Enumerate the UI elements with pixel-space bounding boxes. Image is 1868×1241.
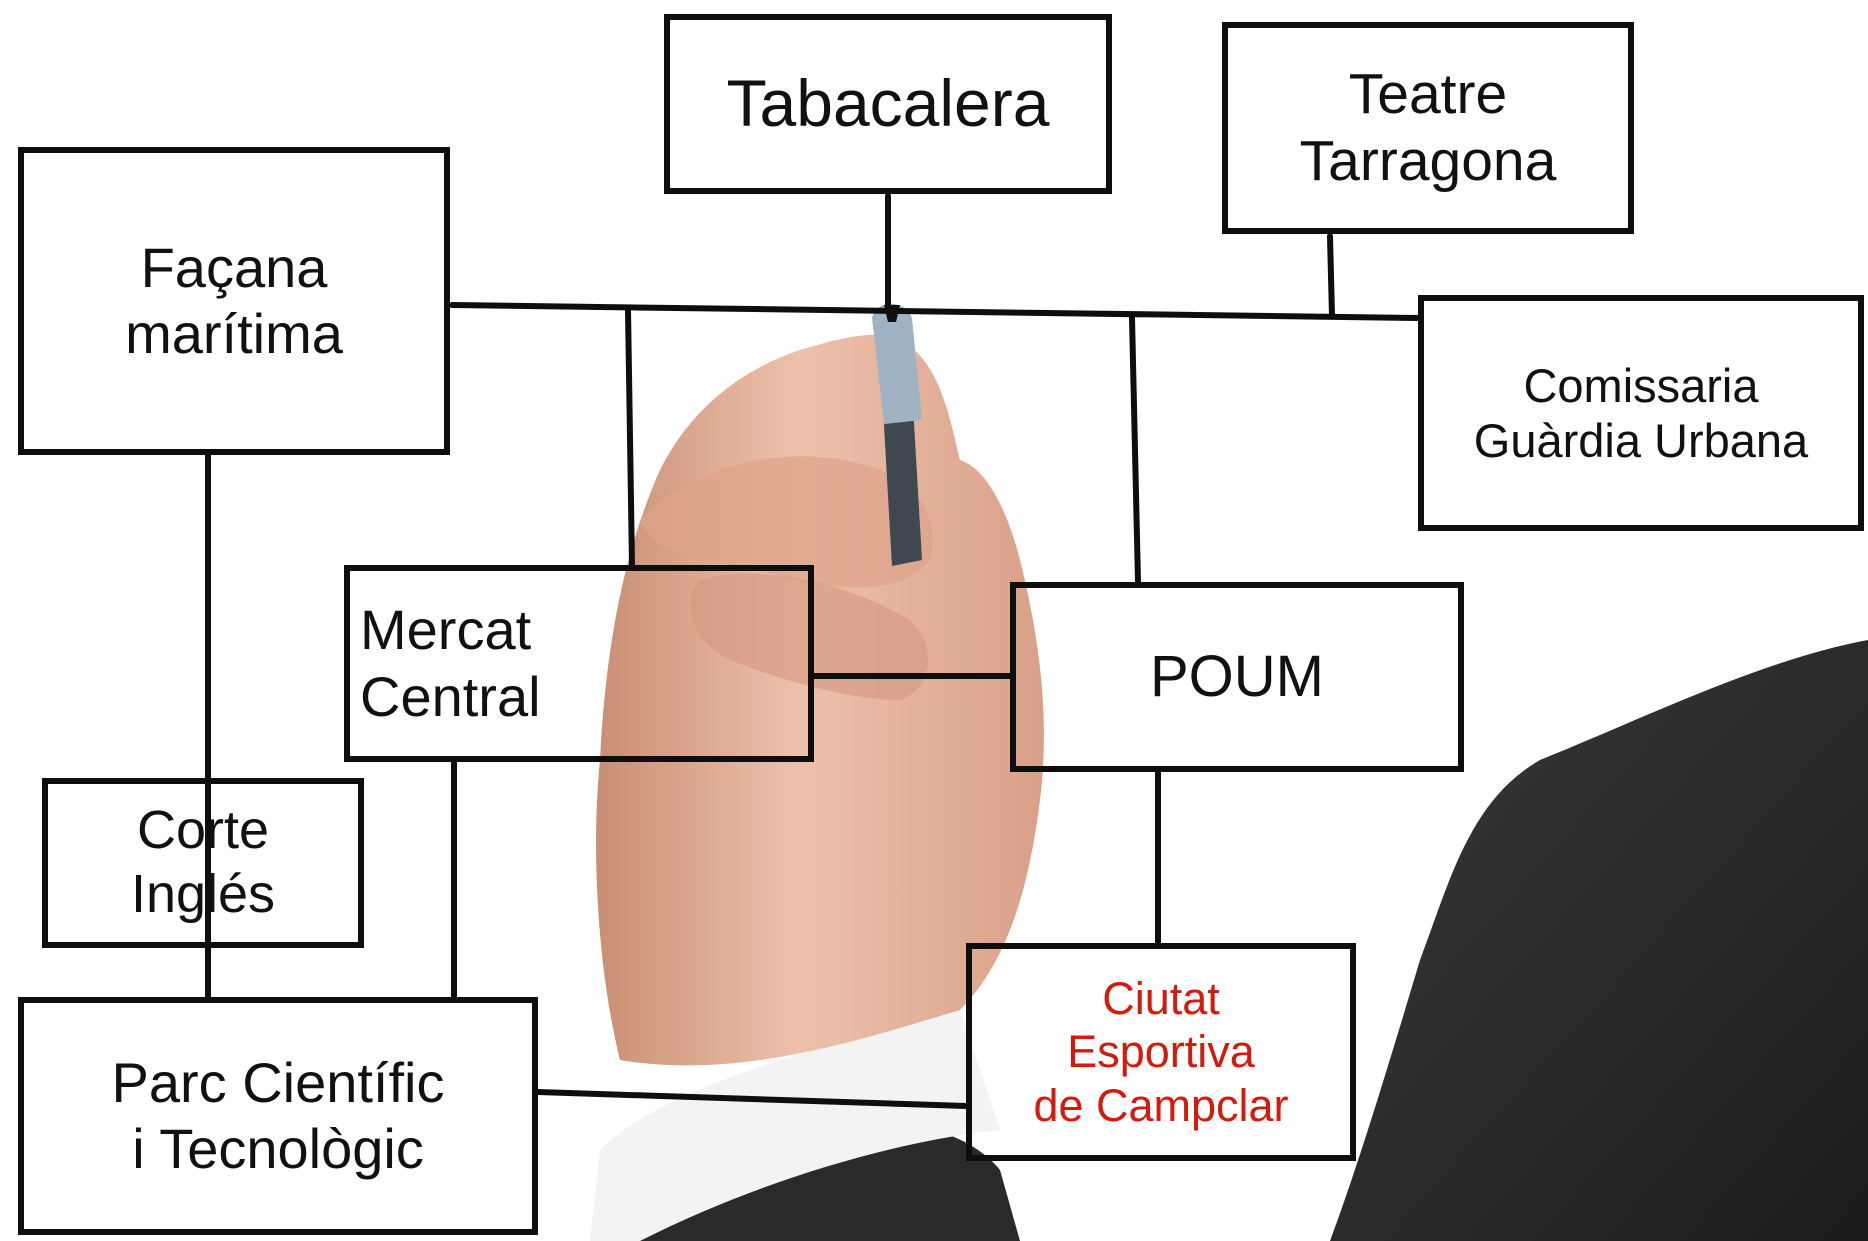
- node-ciutat-esportiva-de-campclar-label: Ciutat Esportiva de Campclar: [1033, 973, 1289, 1131]
- node-comissaria-guardia-urbana-label: Comissaria Guàrdia Urbana: [1473, 358, 1809, 467]
- node-teatre-tarragona: Teatre Tarragona: [1222, 22, 1634, 234]
- node-poum-label: POUM: [1150, 643, 1324, 709]
- link-bus-to-mercat: [625, 307, 635, 568]
- node-tabacalera-label: Tabacalera: [726, 66, 1050, 141]
- link-bus-main: [449, 302, 1421, 321]
- node-parc-cientific-i-tecnologic-label: Parc Científic i Tecnològic: [111, 1050, 445, 1180]
- node-facana-maritima-label: Façana marítima: [125, 235, 343, 365]
- node-parc-cientific-i-tecnologic: Parc Científic i Tecnològic: [18, 997, 538, 1235]
- suit-shoulder: [1330, 640, 1868, 1241]
- node-corte-ingles: Corte Inglés: [42, 778, 364, 948]
- shirt-cuff: [590, 1010, 1000, 1241]
- link-parc-to-ciutat: [535, 1089, 969, 1109]
- node-corte-ingles-label: Corte Inglés: [130, 800, 276, 924]
- node-facana-maritima: Façana marítima: [18, 147, 450, 455]
- node-comissaria-guardia-urbana: Comissaria Guàrdia Urbana: [1418, 295, 1864, 531]
- link-teatre: [1327, 233, 1335, 319]
- node-teatre-tarragona-label: Teatre Tarragona: [1299, 61, 1557, 193]
- node-mercat-central: Mercat Central: [344, 565, 814, 762]
- node-tabacalera: Tabacalera: [664, 14, 1112, 194]
- node-poum: POUM: [1010, 582, 1464, 772]
- link-bus-to-poum: [1129, 315, 1141, 585]
- node-mercat-central-label: Mercat Central: [360, 598, 541, 728]
- finger: [640, 456, 933, 588]
- node-ciutat-esportiva-de-campclar: Ciutat Esportiva de Campclar: [966, 943, 1356, 1161]
